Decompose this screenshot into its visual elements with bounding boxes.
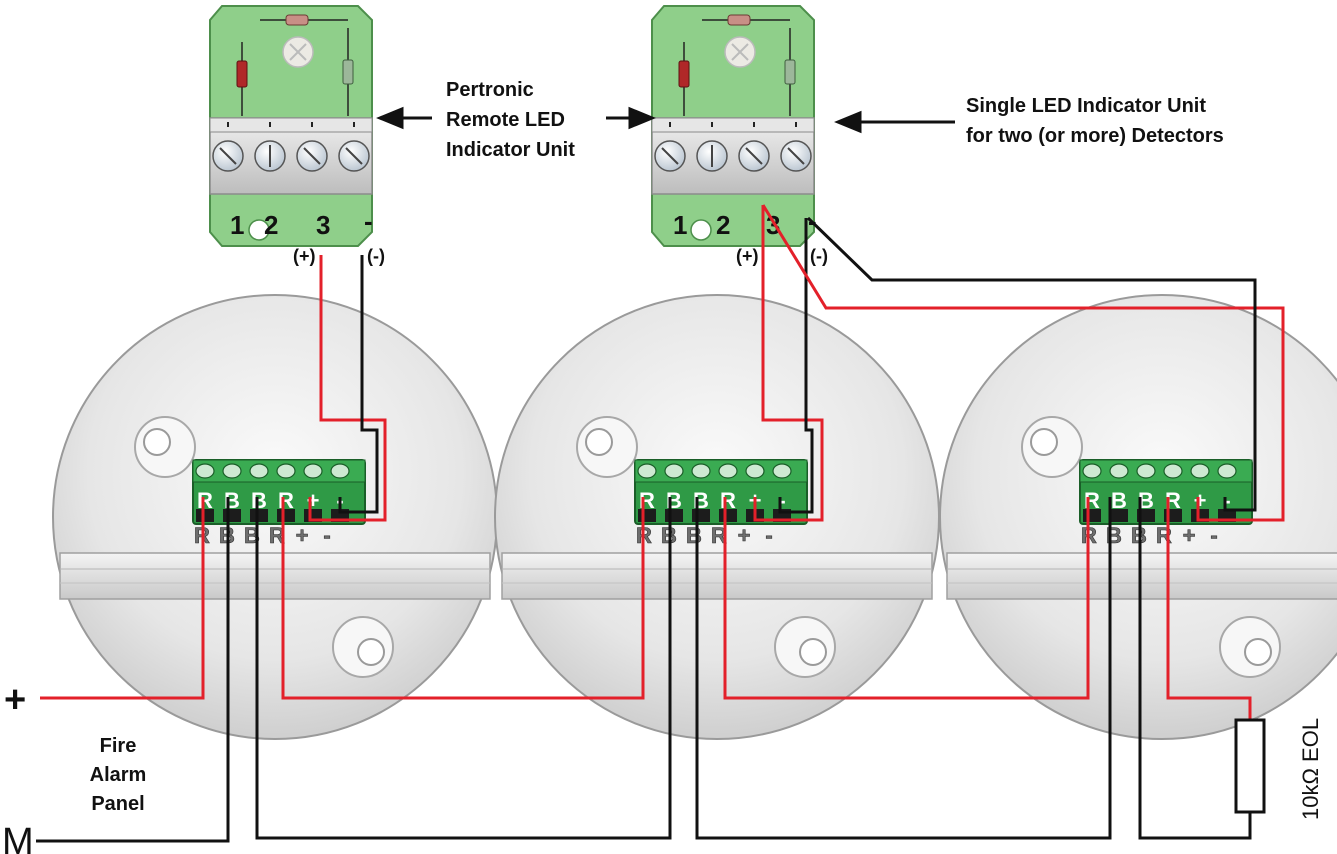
detector-1-block-terminal-4: R [278, 488, 294, 513]
detector-3-block-terminal-3: B [1138, 488, 1154, 513]
single-led-line-2: for two (or more) Detectors [966, 125, 1224, 147]
eol-label: 10kΩ EOL [1298, 718, 1323, 820]
arrows [376, 106, 955, 134]
eol-resistor-icon [1234, 718, 1266, 814]
panel-label-line-3: Panel [91, 793, 144, 815]
led-unit-1-labels: 1 2 3 - (+) (-) [230, 206, 385, 266]
detector-2-block-terminal-3: B [693, 488, 709, 513]
panel-label-line-1: Fire [100, 735, 137, 757]
led1-polarity-minus: (-) [367, 246, 385, 266]
wiring [36, 204, 1285, 843]
red-wire-d1-d2 [281, 497, 645, 700]
detector-2-block-terminal-2: B [666, 488, 682, 513]
detector-1-block-terminal-5: + [307, 488, 320, 513]
detector-1-block-terminal-2: B [224, 488, 240, 513]
detector-3-block-terminal-6: - [1223, 488, 1230, 513]
detector-2-base-terminal-4: R [711, 523, 727, 548]
black-wire-d1-d2 [255, 497, 672, 840]
red-wire-d1-led1 [308, 255, 387, 522]
red-wire-panel-plus [40, 497, 205, 700]
led1-terminal-minus: - [364, 206, 373, 236]
black-wire-d3-led2 [806, 216, 1257, 512]
led1-terminal-3: 3 [316, 210, 330, 240]
detector-3-base-terminal-6: - [1210, 523, 1217, 548]
black-wire-d3-eol [1138, 497, 1252, 840]
arrow-left-icon [376, 106, 404, 130]
red-wire-d2-led2 [753, 205, 824, 522]
detector-2-base-terminal-5: + [738, 523, 751, 548]
arrow-right-icon [628, 106, 656, 130]
indicator-label-line-2: Remote LED [446, 109, 565, 131]
arrow-left-icon-2 [834, 110, 862, 134]
detector-3-base-terminal-5: + [1183, 523, 1196, 548]
detector-3-block-terminal-2: B [1111, 488, 1127, 513]
red-wire-d3-eol [1166, 497, 1252, 720]
detector-2-block-terminal-6: - [778, 488, 785, 513]
black-wire-d2-led2 [778, 218, 814, 514]
panel-label-line-2: Alarm [90, 764, 147, 786]
detector-2-base-terminal-6: - [765, 523, 772, 548]
led2-terminal-1: 1 [673, 210, 687, 240]
detector-1-base-terminal-4: R [269, 523, 285, 548]
black-wire-d2-d3 [695, 497, 1112, 840]
detector-base-2 [494, 294, 940, 740]
single-led-line-1: Single LED Indicator Unit [966, 95, 1206, 117]
led2-polarity-minus: (-) [810, 246, 828, 266]
panel-label: Fire Alarm Panel [90, 735, 147, 815]
panel-plus-label: + [4, 679, 26, 721]
detector-2-block-terminal-1: R [639, 488, 655, 513]
indicator-label-line-1: Pertronic [446, 79, 534, 101]
detector-base-1 [52, 294, 498, 740]
black-wire-d1-led1 [338, 255, 379, 514]
detector-3-block-terminal-5: + [1194, 488, 1207, 513]
detector-3-base-terminal-2: B [1106, 523, 1122, 548]
led2-polarity-plus: (+) [736, 246, 759, 266]
led2-terminal-2: 2 [716, 210, 730, 240]
led1-terminal-1: 1 [230, 210, 244, 240]
red-wire-d2-d3 [723, 497, 1090, 700]
led1-terminal-2: 2 [264, 210, 278, 240]
panel-minus-label: M [2, 821, 34, 854]
detector-3-base-terminal-4: R [1156, 523, 1172, 548]
detector-1-base-terminal-5: + [296, 523, 309, 548]
black-wire-panel-minus [36, 497, 230, 843]
detector-1-block-terminal-1: R [197, 488, 213, 513]
single-led-label: Single LED Indicator Unit for two (or mo… [966, 95, 1224, 147]
detector-3-block-terminal-1: R [1084, 488, 1100, 513]
indicator-label-line-3: Indicator Unit [446, 139, 575, 161]
detector-2-base-terminal-3: B [686, 523, 702, 548]
detector-1-base-terminal-6: - [323, 523, 330, 548]
detector-1-block-terminal-3: B [251, 488, 267, 513]
detector-2-block-terminal-4: R [720, 488, 736, 513]
indicator-unit-label: Pertronic Remote LED Indicator Unit [446, 79, 575, 161]
led1-polarity-plus: (+) [293, 246, 316, 266]
red-wire-d3-led2 [761, 204, 1285, 522]
